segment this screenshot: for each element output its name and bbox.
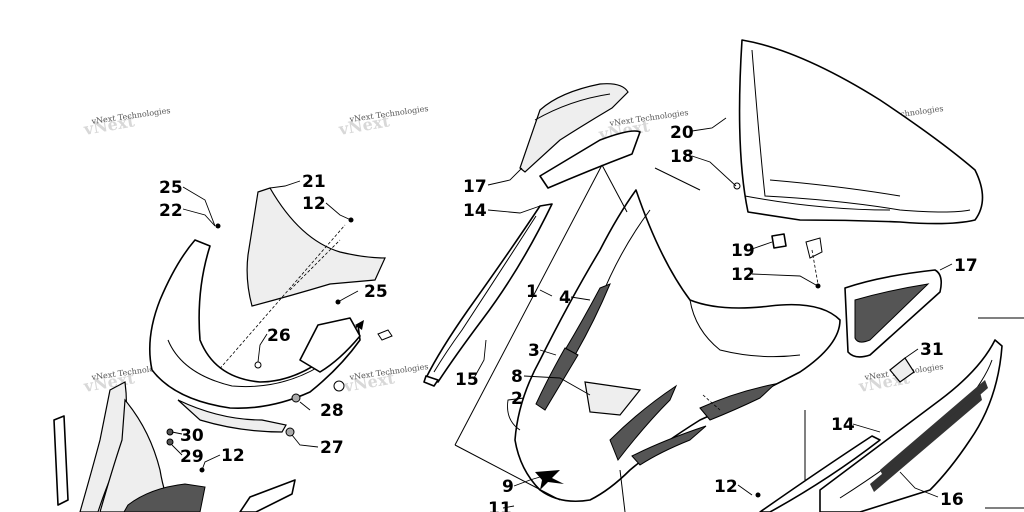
badge-stripes bbox=[870, 380, 988, 492]
lower-vent-mid bbox=[631, 425, 707, 466]
callout-27: 27 bbox=[320, 438, 344, 458]
callout-31: 31 bbox=[920, 340, 944, 360]
side-strip-part bbox=[425, 203, 553, 383]
side-panel-badge-part bbox=[819, 339, 1003, 512]
hood-logo-9 bbox=[535, 470, 564, 490]
callout-28: 28 bbox=[320, 401, 344, 421]
callout-2: 2 bbox=[511, 389, 523, 409]
callout-30: 30 bbox=[180, 426, 204, 446]
left-strip-part bbox=[53, 415, 69, 506]
callout-25-top: 25 bbox=[159, 178, 183, 198]
callout-12-left-top: 12 bbox=[302, 194, 326, 214]
left-lower-mesh bbox=[123, 483, 206, 512]
callout-20: 20 bbox=[670, 123, 694, 143]
bezel-tab bbox=[299, 317, 361, 373]
callout-3: 3 bbox=[528, 341, 540, 361]
lower-vent-right bbox=[699, 383, 777, 421]
callout-1: 1 bbox=[526, 282, 538, 302]
callout-4: 4 bbox=[559, 288, 571, 308]
callout-labels: 25 22 21 12 25 26 28 27 30 29 12 17 14 1… bbox=[159, 123, 978, 512]
lower-vent-left bbox=[609, 384, 678, 461]
callout-17-top: 17 bbox=[463, 177, 487, 197]
callout-22: 22 bbox=[159, 201, 183, 221]
callout-25-mid: 25 bbox=[364, 282, 388, 302]
windshield-part bbox=[738, 39, 984, 225]
projection-lines bbox=[454, 164, 806, 512]
scoop-8 bbox=[584, 381, 642, 416]
callout-14-right: 14 bbox=[831, 415, 855, 435]
callout-26: 26 bbox=[267, 326, 291, 346]
callout-18: 18 bbox=[670, 147, 694, 167]
callout-12-left-bottom: 12 bbox=[221, 446, 245, 466]
callout-29: 29 bbox=[180, 447, 204, 467]
hood-part bbox=[514, 189, 841, 503]
callout-17-right: 17 bbox=[954, 256, 978, 276]
left-lower-trim bbox=[239, 479, 296, 512]
callout-11: 11 bbox=[488, 499, 512, 512]
right-strip-part bbox=[759, 435, 881, 512]
fasteners-left bbox=[166, 217, 393, 473]
callout-12-center: 12 bbox=[731, 265, 755, 285]
callout-19: 19 bbox=[731, 241, 755, 261]
bezel-lower-lip bbox=[177, 399, 287, 433]
upper-trim-lower bbox=[539, 130, 641, 189]
callout-15: 15 bbox=[455, 370, 479, 390]
leader-lines bbox=[171, 117, 953, 509]
bezel-part bbox=[148, 239, 361, 409]
dash-panel-part bbox=[246, 187, 386, 307]
bracket-31 bbox=[889, 357, 915, 383]
upper-trim-part bbox=[519, 83, 629, 173]
callout-8: 8 bbox=[511, 367, 523, 387]
callout-12-right: 12 bbox=[714, 477, 738, 497]
vent-3 bbox=[535, 347, 579, 411]
side-mesh-panel-grille bbox=[854, 283, 930, 343]
callout-16: 16 bbox=[940, 490, 964, 510]
callout-21: 21 bbox=[302, 172, 326, 192]
callout-14-top: 14 bbox=[463, 201, 487, 221]
windshield-hardware bbox=[733, 182, 823, 289]
callout-9: 9 bbox=[502, 477, 514, 497]
